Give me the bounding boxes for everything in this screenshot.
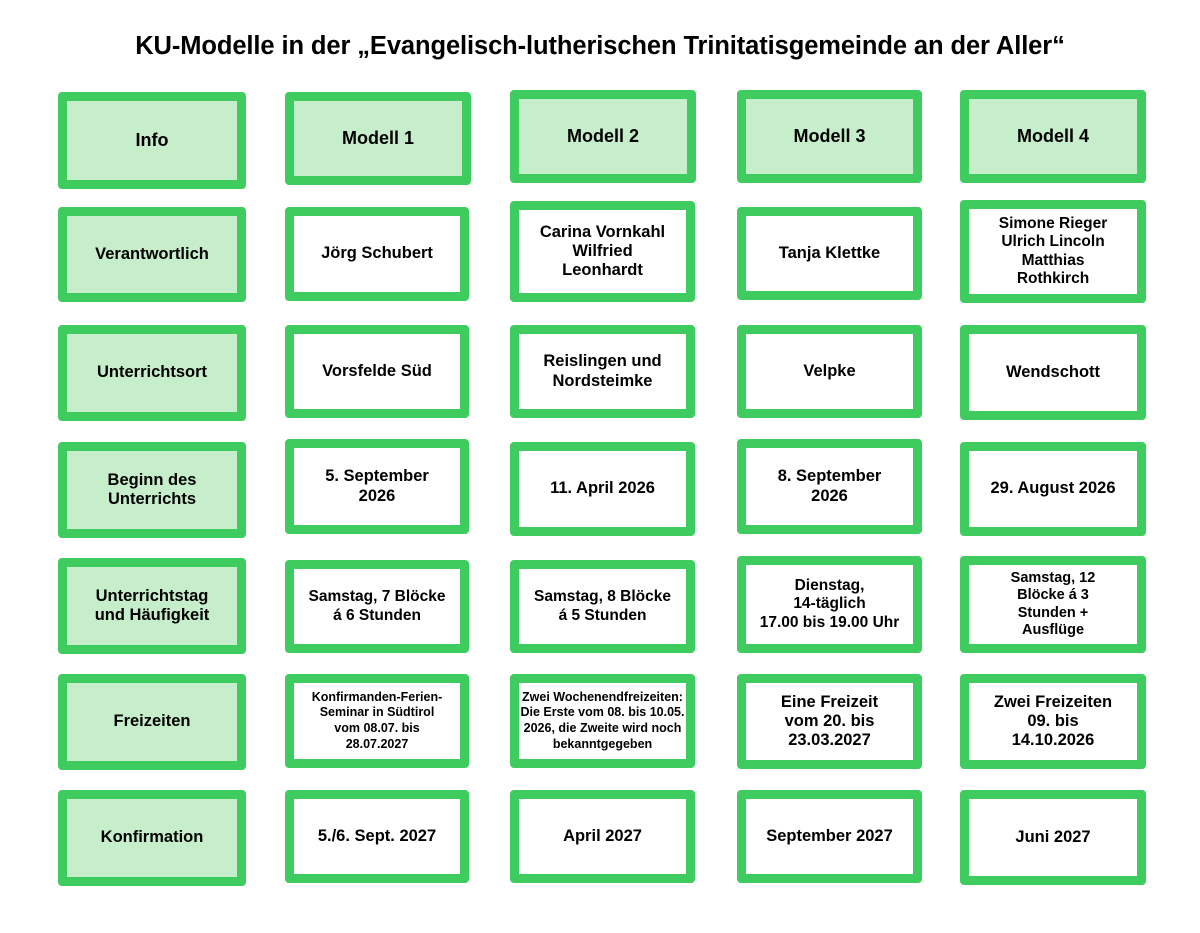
cell-text: Juni 2027 xyxy=(1015,827,1091,846)
cell-text: Dienstag, 14-täglich 17.00 bis 19.00 Uhr xyxy=(759,577,900,631)
cell-text: Vorsfelde Süd xyxy=(322,361,432,380)
table-cell-konfirmation-modell-1: 5./6. Sept. 2027 xyxy=(285,790,469,883)
table-cell-verantwortlich-modell-1: Jörg Schubert xyxy=(285,207,469,301)
table-cell-freizeiten-modell-3: Eine Freizeit vom 20. bis 23.03.2027 xyxy=(737,674,922,769)
cell-text: Carina Vornkahl Wilfried Leonhardt xyxy=(539,222,666,280)
row-label-text: Unterrichtstag und Häufigkeit xyxy=(94,586,210,624)
cell-text: Samstag, 8 Blöcke á 5 Stunden xyxy=(534,588,671,624)
row-label-konfirmation: Konfirmation xyxy=(58,790,246,886)
header-label: Modell 1 xyxy=(341,127,414,148)
table-cell-beginn-modell-3: 8. September 2026 xyxy=(737,439,922,534)
table-cell-freizeiten-modell-1: Konfirmanden-Ferien- Seminar in Südtirol… xyxy=(285,674,469,768)
table-cell-unterrichtsort-modell-2: Reislingen und Nordsteimke xyxy=(510,325,695,418)
table-header-modell-2: Modell 2 xyxy=(510,90,696,183)
page-title: KU-Modelle in der „Evangelisch-lutherisc… xyxy=(135,32,1065,60)
table-cell-unterrichtstag-modell-4: Samstag, 12 Blöcke á 3 Stunden + Ausflüg… xyxy=(960,556,1146,653)
cell-text: 5./6. Sept. 2027 xyxy=(317,826,437,845)
cell-text: Reislingen und Nordsteimke xyxy=(543,352,662,390)
cell-text: Jörg Schubert xyxy=(321,244,433,263)
cell-text: Samstag, 7 Blöcke á 6 Stunden xyxy=(308,588,446,624)
row-label-freizeiten: Freizeiten xyxy=(58,674,246,770)
row-label-text: Unterrichtsort xyxy=(96,363,207,382)
cell-text: Wendschott xyxy=(1005,362,1101,381)
table-cell-konfirmation-modell-4: Juni 2027 xyxy=(960,790,1146,885)
table-cell-unterrichtstag-modell-3: Dienstag, 14-täglich 17.00 bis 19.00 Uhr xyxy=(737,556,922,653)
cell-text: Velpke xyxy=(803,361,856,380)
cell-text: Zwei Wochenendfreizeiten: Die Erste vom … xyxy=(520,689,685,751)
table-header-modell-1: Modell 1 xyxy=(285,92,471,185)
table-cell-unterrichtstag-modell-1: Samstag, 7 Blöcke á 6 Stunden xyxy=(285,560,469,653)
table-header-info: Info xyxy=(58,92,246,189)
cell-text: September 2027 xyxy=(766,826,893,845)
cell-text: April 2027 xyxy=(563,826,642,845)
table-header-modell-3: Modell 3 xyxy=(737,90,922,183)
cell-text: Tanja Klettke xyxy=(778,243,881,262)
table-cell-verantwortlich-modell-2: Carina Vornkahl Wilfried Leonhardt xyxy=(510,201,695,302)
row-label-unterrichtsort: Unterrichtsort xyxy=(58,325,246,421)
table-cell-beginn-modell-4: 29. August 2026 xyxy=(960,442,1146,536)
cell-text: Zwei Freizeiten 09. bis 14.10.2026 xyxy=(993,692,1113,750)
table-cell-freizeiten-modell-2: Zwei Wochenendfreizeiten: Die Erste vom … xyxy=(510,674,695,768)
cell-text: Samstag, 12 Blöcke á 3 Stunden + Ausflüg… xyxy=(1010,569,1096,638)
table-cell-konfirmation-modell-3: September 2027 xyxy=(737,790,922,883)
table-cell-unterrichtsort-modell-4: Wendschott xyxy=(960,325,1146,420)
row-label-verantwortlich: Verantwortlich xyxy=(58,207,246,302)
table-cell-unterrichtsort-modell-3: Velpke xyxy=(737,325,922,418)
cell-text: 5. September 2026 xyxy=(325,467,429,505)
row-label-unterrichtstag-und-haeufigkeit: Unterrichtstag und Häufigkeit xyxy=(58,558,246,654)
table-cell-unterrichtstag-modell-2: Samstag, 8 Blöcke á 5 Stunden xyxy=(510,560,695,653)
header-label: Info xyxy=(135,129,169,150)
table-cell-beginn-modell-1: 5. September 2026 xyxy=(285,439,469,534)
cell-text: 11. April 2026 xyxy=(550,479,655,498)
header-label: Modell 4 xyxy=(1016,125,1089,146)
header-label: Modell 2 xyxy=(566,125,639,146)
table-header-modell-4: Modell 4 xyxy=(960,90,1146,183)
cell-text: 29. August 2026 xyxy=(990,479,1116,498)
table-cell-konfirmation-modell-2: April 2027 xyxy=(510,790,695,883)
row-label-text: Konfirmation xyxy=(100,828,204,847)
row-label-text: Freizeiten xyxy=(113,712,191,731)
table-cell-verantwortlich-modell-4: Simone Rieger Ulrich Lincoln Matthias Ro… xyxy=(960,200,1146,303)
table-cell-unterrichtsort-modell-1: Vorsfelde Süd xyxy=(285,325,469,418)
row-label-beginn-des-unterrichts: Beginn des Unterrichts xyxy=(58,442,246,538)
cell-text: 8. September 2026 xyxy=(777,467,882,505)
table-cell-freizeiten-modell-4: Zwei Freizeiten 09. bis 14.10.2026 xyxy=(960,674,1146,769)
cell-text: Eine Freizeit vom 20. bis 23.03.2027 xyxy=(780,692,879,750)
header-label: Modell 3 xyxy=(793,125,866,146)
cell-text: Konfirmanden-Ferien- Seminar in Südtirol… xyxy=(311,689,443,751)
row-label-text: Verantwortlich xyxy=(95,244,209,263)
row-label-text: Beginn des Unterrichts xyxy=(107,470,197,508)
table-cell-verantwortlich-modell-3: Tanja Klettke xyxy=(737,207,922,300)
table-cell-beginn-modell-2: 11. April 2026 xyxy=(510,442,695,536)
cell-text: Simone Rieger Ulrich Lincoln Matthias Ro… xyxy=(998,215,1108,287)
